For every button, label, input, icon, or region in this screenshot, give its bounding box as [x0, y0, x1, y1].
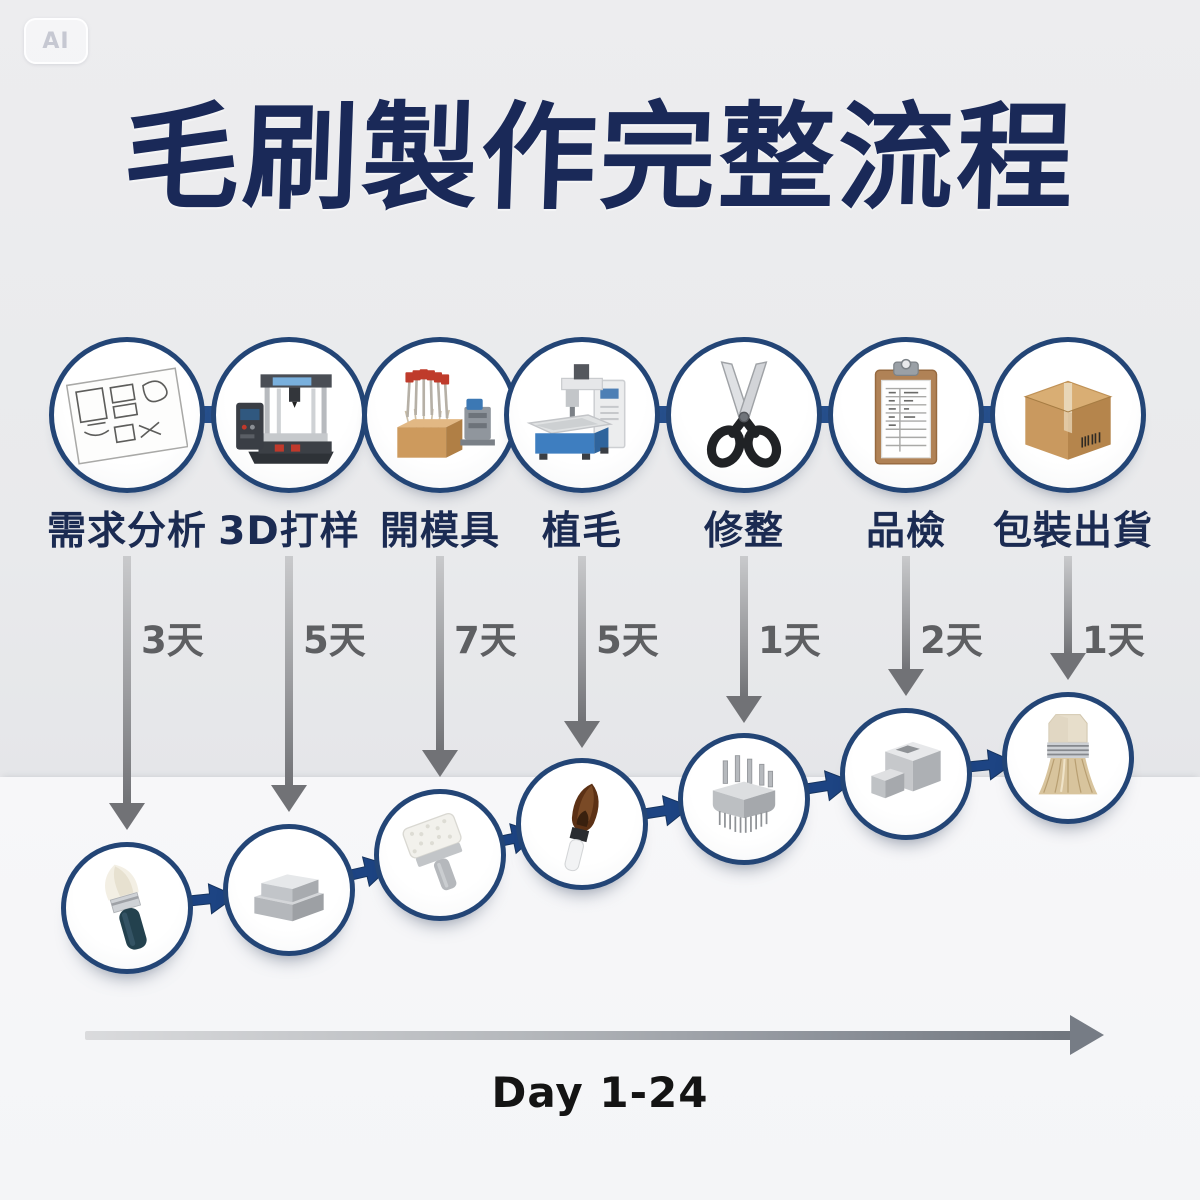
stage-circle-quality-check: [828, 337, 984, 493]
duration-arrow-stem: [578, 556, 586, 722]
shipping-box-icon: [1023, 380, 1113, 460]
duration-arrow-head: [726, 696, 762, 723]
metal-billet-blocks-icon: [254, 874, 324, 922]
stage-label-quality-check: 品檢: [865, 509, 946, 554]
stage-circle-packing-shipping: [990, 337, 1146, 493]
banded-bristle-brush-icon: [1038, 714, 1098, 795]
stage-circle-trimming: [666, 337, 822, 493]
duration-label-1: 3天: [141, 619, 204, 662]
product-circle-final-product: [1002, 692, 1134, 824]
machined-mold-block-icon: [871, 741, 941, 799]
stage-circle-mold-making: [362, 337, 518, 493]
round-brush-white-handle-icon: [564, 783, 599, 872]
powder-brush-dark-handle-icon: [105, 864, 147, 950]
stage-circle-tufting: [504, 337, 660, 493]
timeline-label: Day 1-24: [491, 1068, 709, 1117]
timeline-arrow-head: [1070, 1015, 1104, 1055]
ai-watermark-badge: AI: [24, 18, 88, 64]
product-circle-finished-brush: [516, 758, 648, 890]
duration-arrow-head: [564, 721, 600, 748]
product-circle-raw-material: [223, 824, 355, 956]
brush-block-with-pins-icon: [712, 755, 776, 833]
duration-arrow-stem: [285, 556, 293, 786]
white-tuft-flat-brush-icon: [402, 812, 463, 891]
stage-label-3d-prototype: 3D打样: [218, 509, 360, 554]
duration-label-7: 1天: [1082, 619, 1145, 662]
ai-watermark-text: AI: [42, 28, 70, 54]
duration-label-3: 7天: [454, 619, 517, 662]
scissors-icon: [706, 361, 782, 468]
stage-label-tufting: 植毛: [541, 509, 622, 554]
blueprint-sketch-icon: [66, 367, 188, 465]
stage-label-packing: 包裝出貨: [992, 509, 1153, 554]
product-circle-mold-parts: [840, 708, 972, 840]
tufting-machine-icon: [526, 364, 626, 460]
3d-printer-icon: [236, 374, 334, 464]
inspection-clipboard-icon: [874, 358, 938, 465]
product-circle-brush-block: [678, 733, 810, 865]
duration-label-5: 1天: [758, 619, 821, 662]
duration-arrow-stem: [436, 556, 444, 751]
duration-arrow-stem: [902, 556, 910, 670]
duration-label-2: 5天: [303, 619, 366, 662]
stage-label-mold-making: 開模具: [379, 509, 500, 554]
stage-label-trimming: 修整: [703, 509, 784, 554]
duration-arrow-stem: [1064, 556, 1072, 654]
duration-label-4: 5天: [596, 619, 659, 662]
duration-arrow-stem: [123, 556, 131, 804]
stage-circle-requirements: [49, 337, 205, 493]
duration-arrow-stem: [740, 556, 748, 697]
page-title: 毛刷製作完整流程: [121, 91, 1078, 226]
product-circle-concept-brush: [61, 842, 193, 974]
timeline-arrow-stem: [85, 1031, 1073, 1040]
duration-arrow-head: [1050, 653, 1086, 680]
product-circle-tufted-sample: [374, 789, 506, 921]
duration-arrow-head: [422, 750, 458, 777]
mold-tooling-icon: [397, 369, 495, 458]
duration-label-6: 2天: [920, 619, 983, 662]
stage-label-requirements: 需求分析: [46, 509, 207, 554]
duration-arrow-head: [109, 803, 145, 830]
stage-circle-3d-prototype: [211, 337, 367, 493]
duration-arrow-head: [271, 785, 307, 812]
duration-arrow-head: [888, 669, 924, 696]
